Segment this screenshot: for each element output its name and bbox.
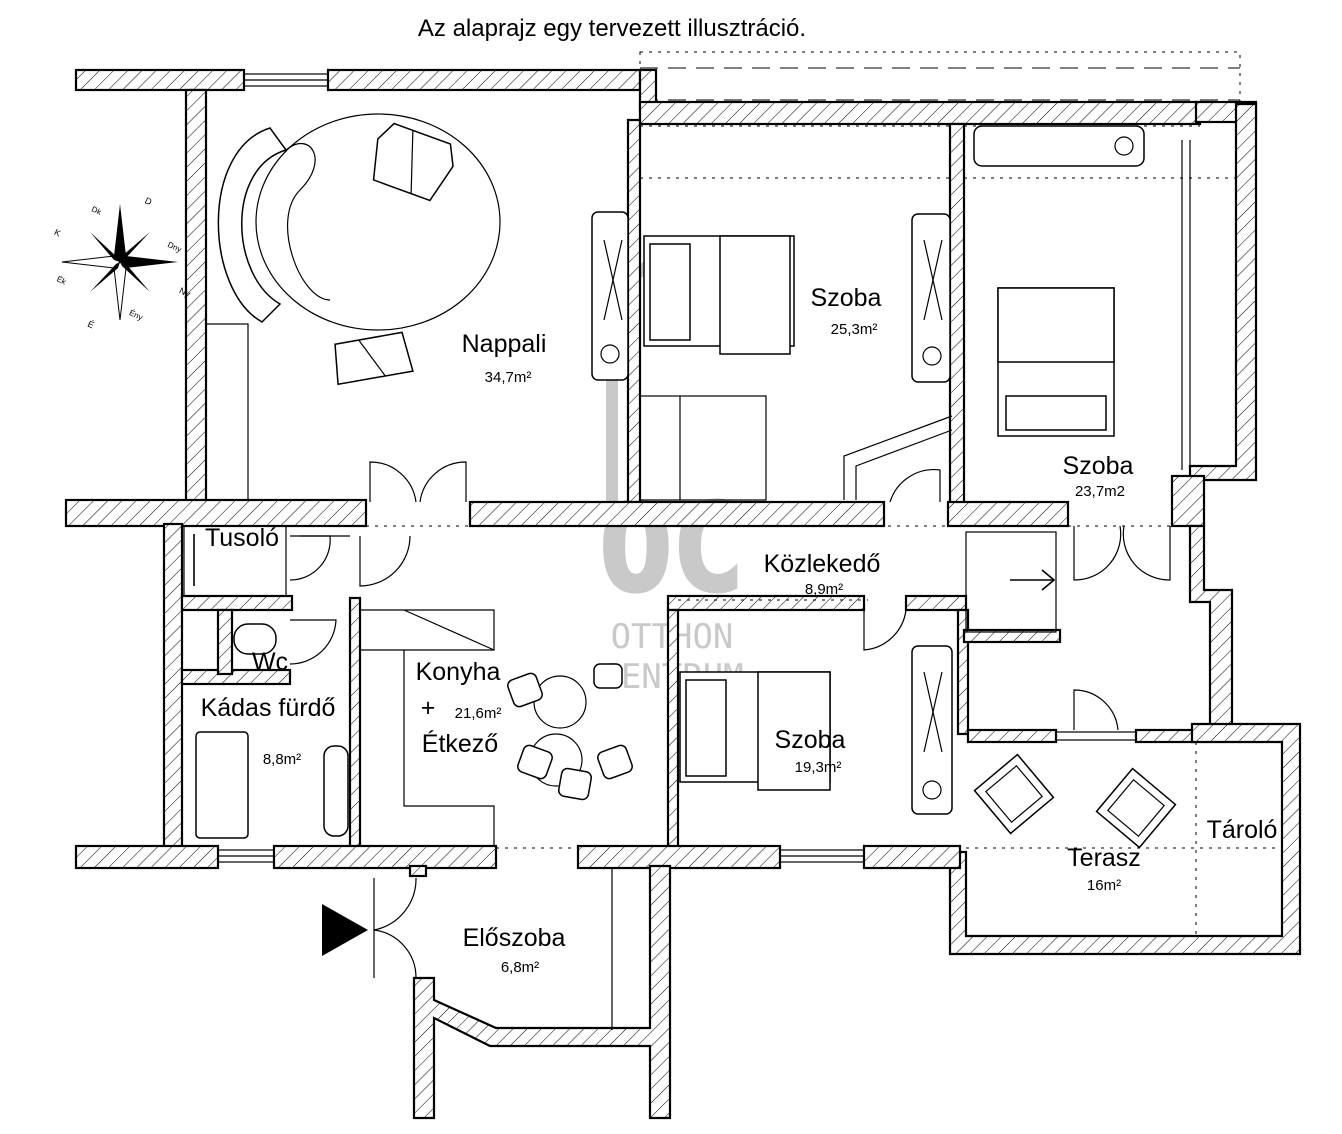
wall-right-upper [1188, 102, 1258, 482]
wall-top-left [74, 68, 246, 92]
compass-n: D [143, 195, 154, 207]
wall-right-mid [1188, 524, 1234, 732]
wall-top-mid [326, 68, 642, 92]
curved-sofa [217, 127, 288, 323]
room-wc-name: Wc [252, 648, 288, 676]
room-terasz-name: Terasz [1067, 844, 1141, 872]
compass-rose-icon: D Ny É K Dny Ény Ék Dk [53, 195, 193, 331]
furniture [183, 113, 1177, 956]
room-szoba2-name: Szoba [1063, 452, 1134, 480]
room-szoba3-area: 19,3m² [795, 759, 842, 776]
room-szoba3-name: Szoba [775, 726, 846, 754]
wall-bath-left [162, 522, 184, 856]
compass-sw: Ék [55, 274, 68, 287]
room-furdo-name: Kádas fürdő [201, 694, 336, 722]
windows [217, 73, 1137, 863]
wall-eloszoba-post [408, 864, 428, 878]
compass-e: Ny [178, 285, 193, 299]
wall-band-post [1170, 474, 1206, 528]
room-terasz-area: 16m² [1087, 877, 1121, 894]
cabinet [205, 323, 249, 501]
compass-se: Ény [128, 308, 144, 322]
room-konyha-plus: + [421, 694, 436, 722]
wall-stair [962, 628, 1062, 644]
wall-tusolo-wc [180, 594, 294, 612]
room-furdo-area: 8,8m² [263, 751, 301, 768]
desk-4 [911, 645, 953, 815]
wall-terasz-outer [948, 722, 1302, 956]
wall-wc-inner [216, 608, 234, 676]
room-konyha-area: 21,6m² [455, 705, 502, 722]
room-nappali-name: Nappali [462, 330, 547, 358]
wall-bottom-1 [74, 844, 220, 870]
room-eloszoba-name: Előszoba [463, 924, 566, 952]
room-labels: Nappali 34,7m² Szoba 25,3m² Szoba 23,7m2… [201, 284, 1278, 976]
desk-3 [973, 125, 1145, 167]
wall-corridor-bottom2 [904, 594, 968, 612]
openings [366, 140, 1282, 936]
room-eloszoba-area: 6,8m² [501, 959, 539, 976]
wall-corridor-bottom [666, 594, 866, 612]
entrance-arrow-icon [322, 904, 368, 956]
room-szoba1-area: 25,3m² [831, 321, 878, 338]
wall-nappali-szoba [626, 118, 642, 504]
compass-s: É [86, 319, 96, 331]
compass-nw: Dk [90, 205, 104, 218]
plan-title: Az alaprajz egy tervezett illusztráció. [418, 15, 806, 42]
wall-wc-bath [180, 668, 292, 686]
kitchen-counter [359, 609, 495, 847]
wall-band-mid [468, 500, 886, 528]
doors [289, 461, 1171, 1030]
wall-szoba-szoba [948, 122, 966, 506]
wall-szoba-terasz [956, 608, 970, 736]
room-tusolo-name: Tusoló [205, 524, 279, 552]
room-tarolo-name: Tároló [1207, 816, 1278, 844]
wall-band-left [64, 498, 368, 528]
wall-upper-top [638, 100, 1202, 126]
wall-bottom-2 [272, 844, 498, 870]
wall-eloszoba [412, 864, 672, 1120]
stairs-up [843, 415, 953, 500]
room-kozlekedo-area: 8,9m² [805, 581, 843, 598]
room-etkezo-name: Étkező [422, 729, 498, 758]
wall-bottom-4 [862, 844, 962, 870]
stair-arrow [965, 531, 1057, 633]
wall-bottom-3 [576, 844, 782, 870]
room-kozlekedo-name: Közlekedő [764, 550, 881, 578]
room-szoba1-name: Szoba [811, 284, 882, 312]
wall-terasz-top2 [1134, 728, 1198, 744]
wall-kitchen-szoba [666, 608, 680, 852]
room-konyha-name: Konyha [416, 658, 501, 686]
wall-bath-kitchen [348, 596, 362, 850]
room-nappali-area: 34,7m² [485, 369, 532, 386]
compass-ne: Dny [166, 240, 183, 254]
wardrobe [639, 395, 767, 501]
toilet [233, 623, 277, 655]
armchair-1 [372, 122, 454, 202]
round-rug [255, 113, 501, 331]
compass-w: K [53, 227, 63, 239]
bathtub [195, 731, 249, 839]
armchair-2 [334, 331, 414, 386]
wall-band-right [946, 500, 1070, 528]
room-szoba2-area: 23,7m2 [1075, 483, 1125, 500]
wall-terasz-top1 [966, 728, 1058, 744]
sink [323, 745, 349, 837]
desk-2 [911, 213, 951, 383]
walls [64, 68, 1302, 1120]
